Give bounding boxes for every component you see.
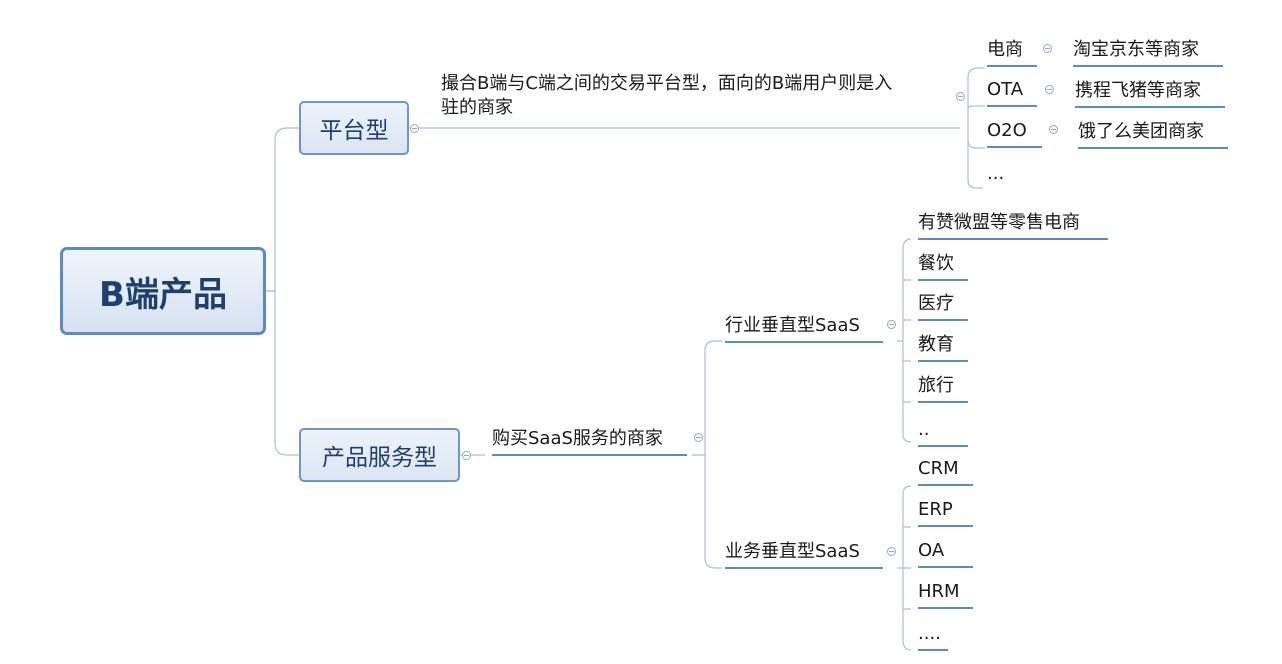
platform-description-line2: 驻的商家 <box>441 97 513 118</box>
platform-label: 平台型 <box>319 118 389 144</box>
platform-desc-collapse-icon[interactable] <box>956 92 965 101</box>
business-child-label: .... <box>918 623 941 644</box>
platform-detail-ota[interactable]: 携程飞猪等商家 <box>1075 79 1225 108</box>
platform-detail-label: 淘宝京东等商家 <box>1073 39 1199 60</box>
business-saas-label: 业务垂直型SaaS <box>725 541 860 562</box>
industry-child[interactable]: 旅行 <box>918 374 968 403</box>
platform-collapse-icon[interactable] <box>410 124 419 133</box>
ecommerce-collapse-icon[interactable] <box>1043 44 1052 53</box>
industry-child[interactable]: .. <box>918 418 968 447</box>
industry-saas-label: 行业垂直型SaaS <box>725 315 860 336</box>
business-child-label: OA <box>918 540 945 561</box>
platform-description-line1: 撮合B端与C端之间的交易平台型，面向的B端用户则是入 <box>441 73 893 94</box>
business-child[interactable]: OA <box>918 539 973 568</box>
platform-child-label: OTA <box>987 79 1024 100</box>
ota-collapse-icon[interactable] <box>1045 85 1054 94</box>
business-child[interactable]: CRM <box>918 457 973 486</box>
industry-saas-node[interactable]: 行业垂直型SaaS <box>725 314 883 343</box>
industry-child[interactable]: 餐饮 <box>918 252 968 281</box>
product-service-description-label: 购买SaaS服务的商家 <box>492 428 663 449</box>
business-child[interactable]: ERP <box>918 498 973 527</box>
platform-child-o2o[interactable]: O2O <box>987 119 1042 148</box>
connector-industry-children <box>897 238 912 443</box>
industry-saas-collapse-icon[interactable] <box>887 320 896 329</box>
product-service-node[interactable]: 产品服务型 <box>299 428 460 482</box>
product-service-label: 产品服务型 <box>322 445 437 471</box>
business-saas-node[interactable]: 业务垂直型SaaS <box>725 540 883 569</box>
industry-child[interactable]: 医疗 <box>918 292 968 321</box>
platform-child-label: O2O <box>987 120 1027 141</box>
connector-business-children <box>897 485 912 651</box>
industry-child-label: 教育 <box>918 334 954 355</box>
platform-node[interactable]: 平台型 <box>299 101 409 155</box>
connector-platform-children <box>967 67 985 189</box>
o2o-collapse-icon[interactable] <box>1049 125 1058 134</box>
industry-child-label: .. <box>918 419 930 440</box>
industry-child[interactable]: 有赞微盟等零售电商 <box>918 211 1108 240</box>
root-label: B端产品 <box>99 274 227 315</box>
industry-child-label: 医疗 <box>918 293 954 314</box>
business-child[interactable]: .... <box>918 622 948 651</box>
platform-detail-o2o[interactable]: 饿了么美团商家 <box>1078 120 1228 149</box>
platform-child-more[interactable]: ... <box>987 162 1004 186</box>
platform-detail-ecommerce[interactable]: 淘宝京东等商家 <box>1073 38 1223 67</box>
connector-root-product <box>266 290 299 456</box>
product-service-collapse-icon[interactable] <box>462 451 471 460</box>
platform-detail-label: 饿了么美团商家 <box>1078 121 1204 142</box>
platform-child-ecommerce[interactable]: 电商 <box>987 38 1037 67</box>
product-desc-collapse-icon[interactable] <box>694 433 703 442</box>
platform-child-label: ... <box>987 163 1005 184</box>
industry-child-label: 旅行 <box>918 375 954 396</box>
business-saas-collapse-icon[interactable] <box>887 547 896 556</box>
business-child-label: ERP <box>918 499 953 520</box>
industry-child[interactable]: 教育 <box>918 333 968 362</box>
business-child-label: CRM <box>918 458 959 479</box>
connector-root-platform <box>266 127 299 292</box>
platform-description[interactable]: 撮合B端与C端之间的交易平台型，面向的B端用户则是入 驻的商家 <box>441 72 892 120</box>
business-child[interactable]: HRM <box>918 580 973 609</box>
connector-desc-saas <box>692 340 722 569</box>
platform-child-ota[interactable]: OTA <box>987 78 1037 107</box>
root-node[interactable]: B端产品 <box>60 247 266 335</box>
platform-child-label: 电商 <box>987 39 1023 60</box>
business-child-label: HRM <box>918 581 960 602</box>
platform-detail-label: 携程飞猪等商家 <box>1075 80 1201 101</box>
industry-child-label: 餐饮 <box>918 253 954 274</box>
industry-child-label: 有赞微盟等零售电商 <box>918 212 1080 233</box>
product-service-description[interactable]: 购买SaaS服务的商家 <box>492 427 687 456</box>
